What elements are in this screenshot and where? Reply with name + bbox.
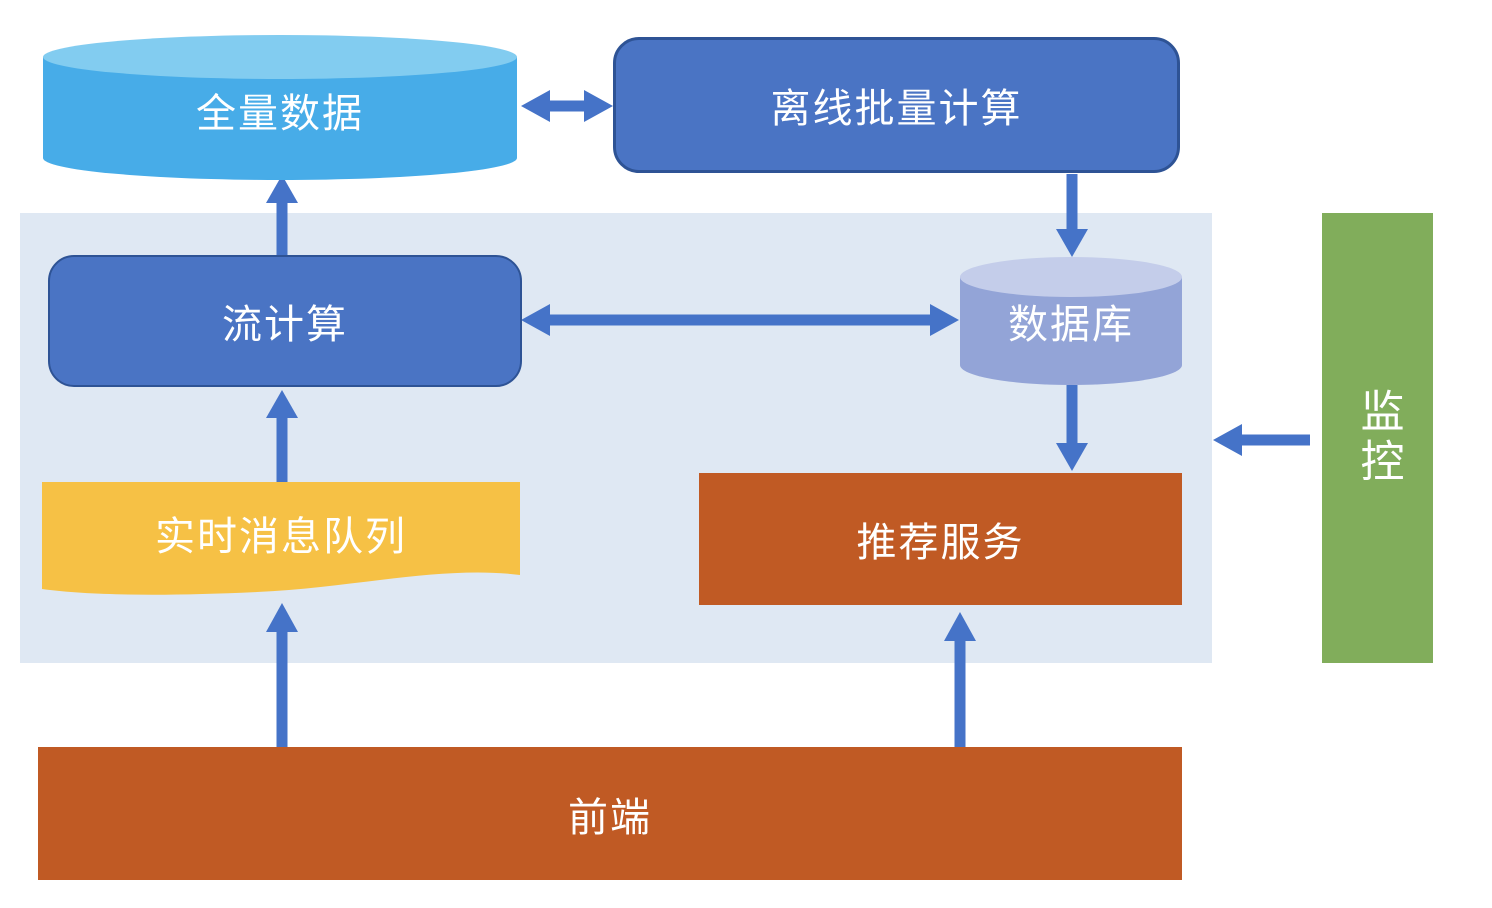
node-offline-batch-label: 离线批量计算 bbox=[770, 87, 1023, 131]
node-frontend: 前端 bbox=[38, 747, 1182, 880]
node-monitoring: 监控 bbox=[1322, 213, 1433, 663]
arrow-monitoring-zone bbox=[1213, 424, 1310, 456]
cylinder-shape-database bbox=[960, 257, 1182, 385]
node-stream-compute: 流计算 bbox=[48, 255, 522, 387]
node-full-data-label: 全量数据 bbox=[196, 92, 364, 136]
node-database-label: 数据库 bbox=[1008, 303, 1134, 347]
wave-shape-realtime-queue bbox=[42, 482, 520, 595]
cylinder-shape-full-data bbox=[43, 35, 517, 180]
node-monitoring-label: 监控 bbox=[1353, 388, 1403, 488]
node-full-data: 全量数据 bbox=[43, 35, 517, 181]
node-recommend-service-label: 推荐服务 bbox=[856, 521, 1025, 565]
node-stream-compute-label: 流计算 bbox=[222, 303, 348, 347]
node-database: 数据库 bbox=[960, 257, 1182, 385]
node-offline-batch: 离线批量计算 bbox=[613, 37, 1180, 173]
node-realtime-queue-label: 实时消息队列 bbox=[155, 514, 407, 559]
node-recommend-service: 推荐服务 bbox=[699, 473, 1182, 605]
node-realtime-queue: 实时消息队列 bbox=[42, 482, 520, 597]
arrow-full-data-offline-batch bbox=[521, 90, 613, 122]
node-frontend-label: 前端 bbox=[568, 795, 652, 840]
